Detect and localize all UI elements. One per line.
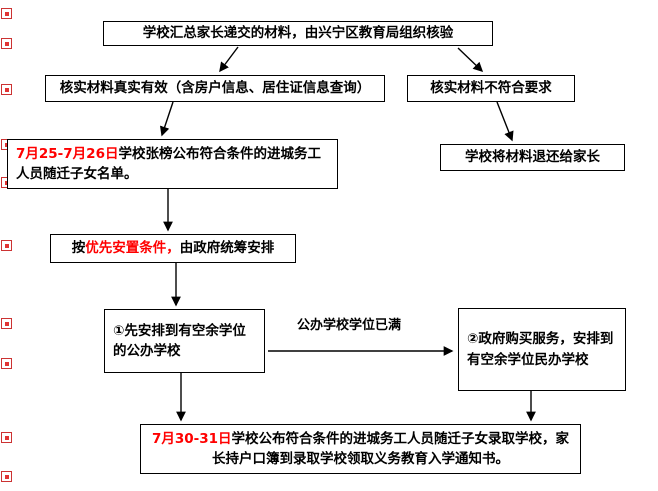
public-school-text: ①先安排到有空余学位的公办学校 [113, 322, 246, 359]
priority-rest-text: 由政府统筹安排 [179, 240, 275, 257]
collect-materials-text: 学校汇总家长递交的材料，由兴宁区教育局组织核验 [142, 25, 454, 42]
verify-valid-text: 核实材料真实有效（含房户信息、居住证信息查询） [59, 80, 371, 97]
red-bullet-icon [1, 38, 12, 49]
box-collect-materials: 学校汇总家长递交的材料，由兴宁区教育局组织核验 [103, 21, 493, 46]
arrow-invalid-to-return [496, 101, 514, 142]
box-public-school: ①先安排到有空余学位的公办学校 [104, 309, 265, 373]
box-final-admission: 7月30-31日学校公布符合条件的进城务工人员随迁子女录取学校，家长持户口簿到录… [140, 424, 581, 474]
box-announce-list: 7月25-7月26日学校张榜公布符合条件的进城务工人员随迁子女名单。 [7, 139, 338, 189]
verify-invalid-text: 核实材料不符合要求 [430, 80, 552, 97]
red-bullet-icon [1, 432, 12, 443]
announce-rest-text: 学校张榜公布符合条件的进城务工人员随迁子女名单。 [16, 145, 321, 182]
priority-prefix-text: 按 [71, 240, 86, 257]
priority-highlight-text: 优先安置条件， [85, 240, 180, 257]
arrow-valid-to-announce [159, 101, 174, 137]
arrow-collect-to-valid [219, 46, 239, 73]
box-priority-placement: 按优先安置条件，由政府统筹安排 [50, 234, 296, 263]
box-verify-valid: 核实材料真实有效（含房户信息、居住证信息查询） [45, 75, 385, 102]
announce-list-text: 7月25-7月26日学校张榜公布符合条件的进城务工人员随迁子女名单。 [16, 144, 329, 185]
announce-date-text: 7月25-7月26日 [16, 145, 119, 162]
red-bullet-icon [1, 8, 12, 19]
final-rest-text: 学校公布符合条件的进城务工人员随迁子女录取学校，家长持户口簿到录取学校领取义务教… [212, 430, 570, 467]
box-private-school: ②政府购买服务，安排到有空余学位民办学校 [458, 308, 626, 391]
final-admission-text: 7月30-31日学校公布符合条件的进城务工人员随迁子女录取学校，家长持户口簿到录… [151, 429, 570, 470]
red-bullet-icon [1, 471, 12, 482]
priority-placement-text: 按优先安置条件，由政府统筹安排 [72, 238, 275, 258]
arrow-collect-to-invalid [457, 47, 484, 73]
box-verify-invalid: 核实材料不符合要求 [407, 75, 575, 102]
public-full-label: 公办学校学位已满 [297, 318, 402, 333]
return-materials-text: 学校将材料退还给家长 [465, 149, 600, 166]
red-bullet-icon [1, 318, 12, 329]
box-return-materials: 学校将材料退还给家长 [440, 144, 625, 171]
red-bullet-icon [1, 240, 12, 251]
private-school-text: ②政府购买服务，安排到有空余学位民办学校 [467, 331, 614, 368]
red-bullet-icon [1, 358, 12, 369]
final-date-text: 7月30-31日 [151, 430, 232, 447]
red-bullet-icon [1, 84, 12, 95]
